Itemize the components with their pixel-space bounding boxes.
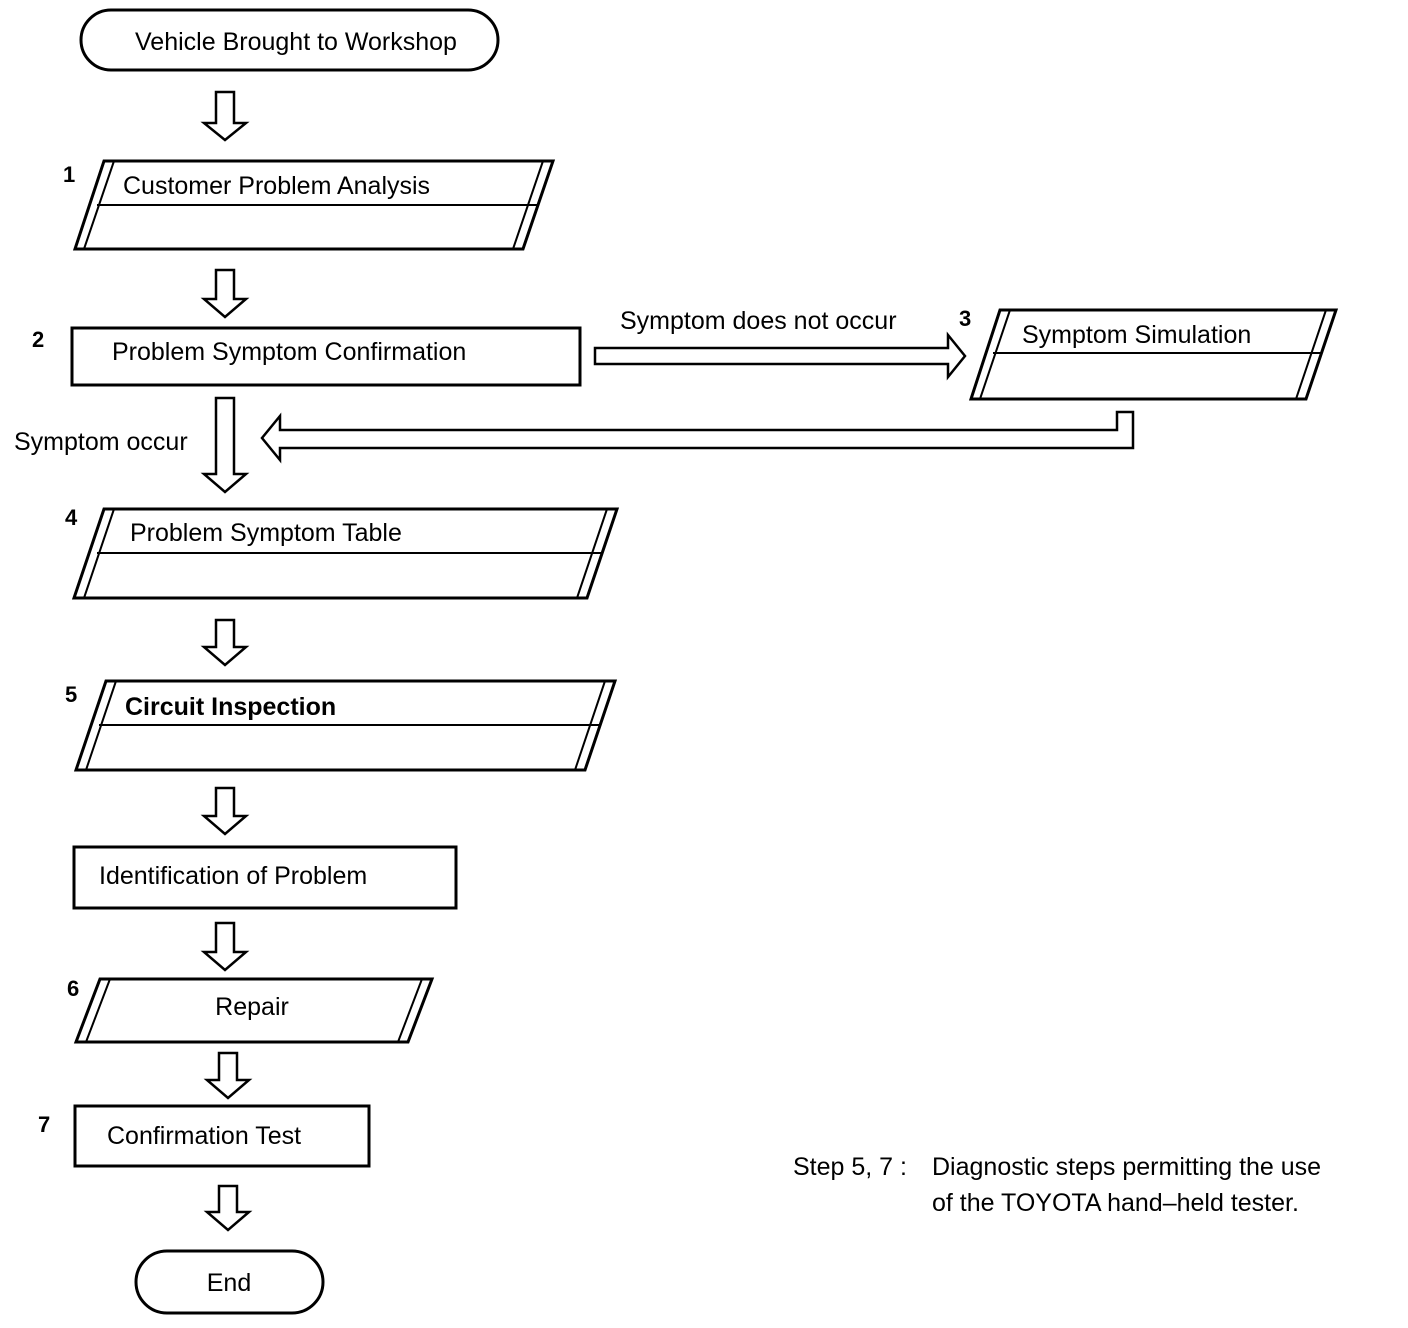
step-4-problem-symptom-table: 4 Problem Symptom Table [65, 505, 620, 600]
step-2-problem-symptom-confirmation: 2 Problem Symptom Confirmation [32, 326, 582, 387]
step-2-label: Problem Symptom Confirmation [112, 338, 466, 366]
footnote-line-2: of the TOYOTA hand–held tester. [932, 1189, 1299, 1217]
end-terminator: End [134, 1249, 325, 1315]
identification-label: Identification of Problem [99, 862, 367, 890]
step-2-number: 2 [32, 327, 44, 352]
footnote-prefix: Step 5, 7 : [793, 1153, 907, 1181]
step-3-label: Symptom Simulation [1022, 321, 1251, 349]
down-arrow-icon [200, 268, 250, 319]
step-6-repair: 6 Repair [67, 976, 435, 1044]
step-1-customer-problem-analysis: 1 Customer Problem Analysis [63, 159, 556, 251]
down-arrow-icon [203, 1051, 253, 1100]
footnote-line-1: Diagnostic steps permitting the use [932, 1153, 1321, 1181]
down-arrow-icon [200, 90, 250, 142]
down-arrow-icon [200, 396, 250, 494]
branch-label-occur: Symptom occur [14, 428, 188, 456]
step-4-number: 4 [65, 505, 78, 530]
step-5-number: 5 [65, 682, 77, 707]
down-arrow-icon [200, 921, 250, 972]
step-3-number: 3 [959, 306, 971, 331]
step-1-number: 1 [63, 162, 75, 187]
step-3-symptom-simulation: 3 Symptom Simulation [959, 306, 1339, 401]
step-6-label: Repair [215, 993, 289, 1021]
footnote: Step 5, 7 : Diagnostic steps permitting … [793, 1153, 1321, 1217]
step-7-label: Confirmation Test [107, 1122, 301, 1150]
step-7-number: 7 [38, 1112, 50, 1137]
step-4-label: Problem Symptom Table [130, 519, 402, 547]
end-label: End [207, 1269, 251, 1297]
start-label: Vehicle Brought to Workshop [135, 28, 457, 56]
step-5-label: Circuit Inspection [125, 693, 336, 721]
down-arrow-icon [200, 618, 250, 667]
start-terminator: Vehicle Brought to Workshop [79, 8, 500, 72]
step-1-label: Customer Problem Analysis [123, 172, 430, 200]
step-5-circuit-inspection: 5 Circuit Inspection [65, 679, 618, 772]
step-6-number: 6 [67, 976, 79, 1001]
step-7-confirmation-test: 7 Confirmation Test [38, 1104, 371, 1168]
down-arrow-icon [200, 786, 250, 836]
down-arrow-icon [203, 1184, 253, 1232]
identification-of-problem: Identification of Problem [72, 845, 458, 910]
branch-label-not-occur: Symptom does not occur [620, 307, 897, 335]
right-arrow-icon [593, 331, 967, 381]
return-arrow-icon [260, 410, 1135, 464]
